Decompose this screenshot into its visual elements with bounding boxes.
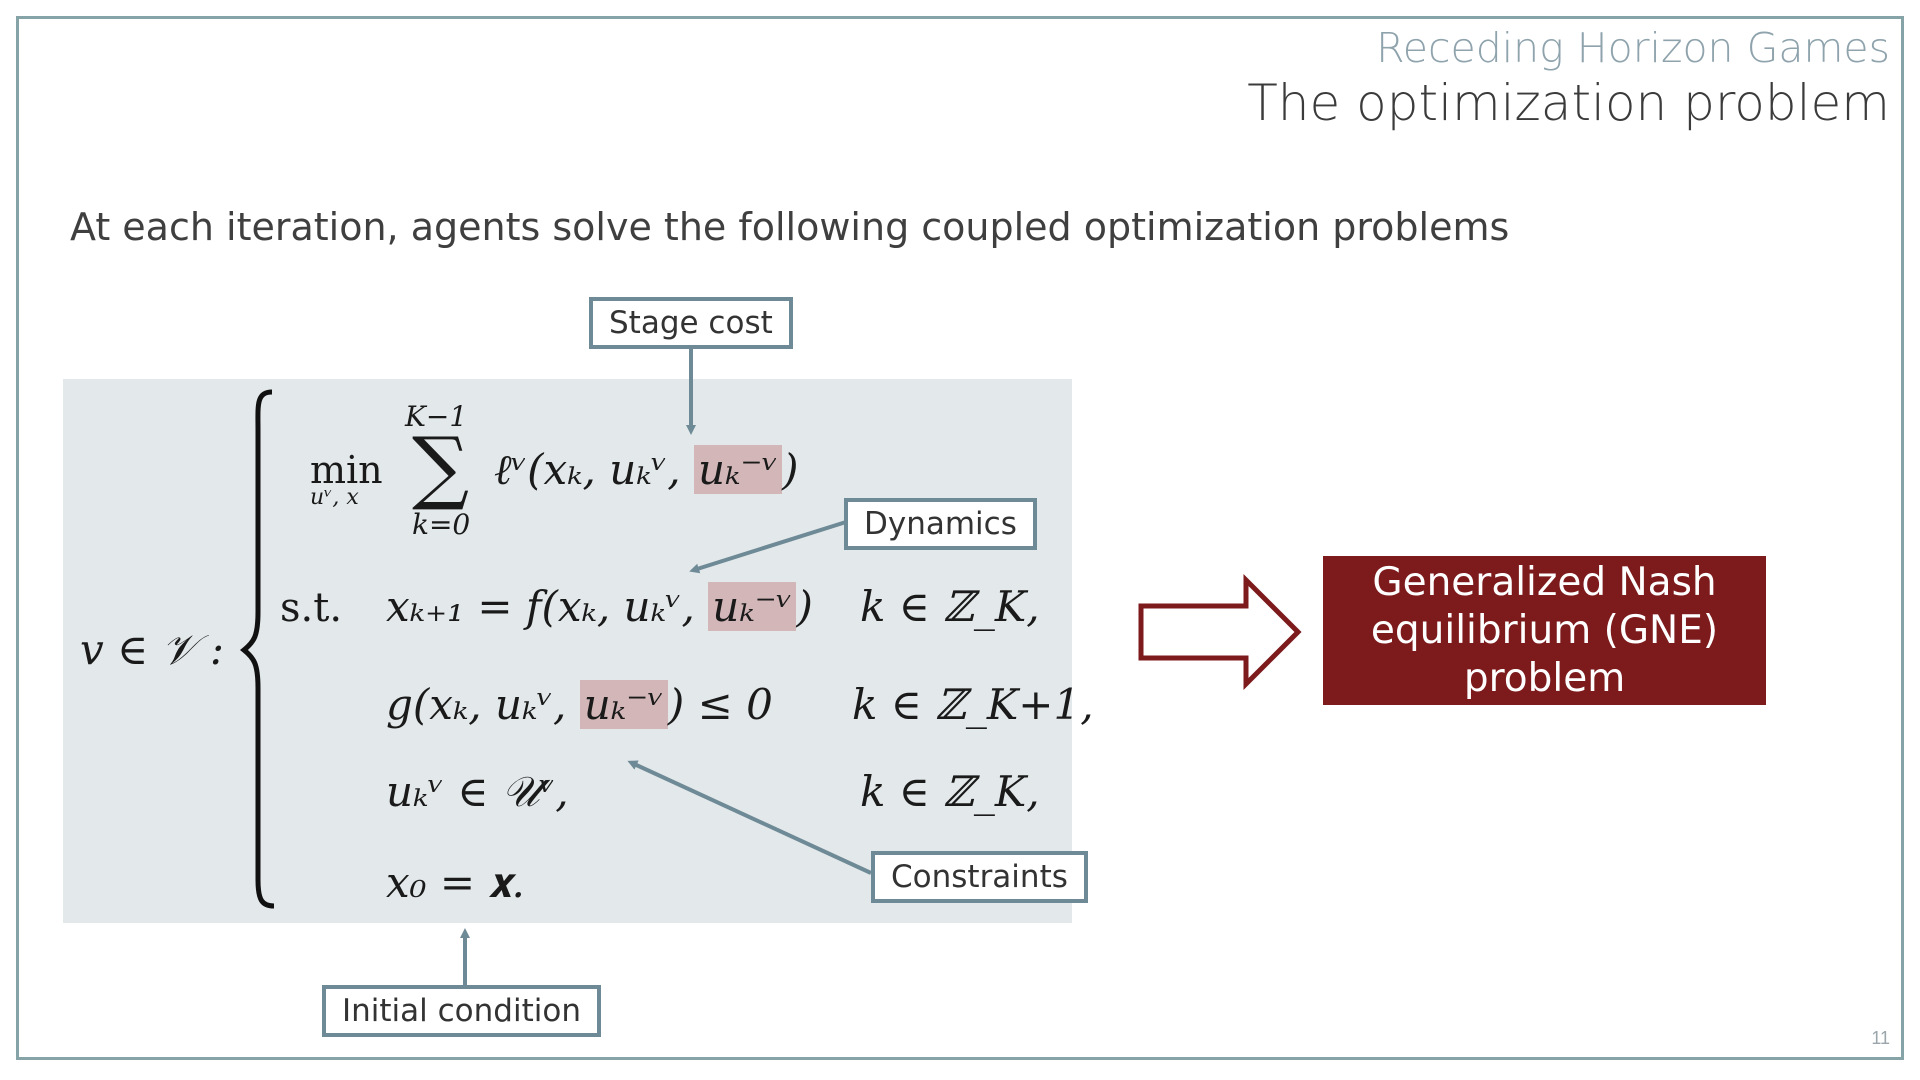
input-set-range: k ∈ ℤ_K, [860,767,1040,816]
gne-result-box: Generalized Nash equilibrium (GNE) probl… [1323,556,1766,705]
equation-panel [63,379,1072,923]
stage-cost-expression: ℓᵛ(xₖ, uₖᵛ, uₖ⁻ᵛ) [494,445,799,495]
constraint-expression: g(xₖ, uₖᵛ, uₖ⁻ᵛ) ≤ 0 [386,680,773,729]
dynamics-range: k ∈ ℤ_K, [860,582,1040,631]
constraint-tail: ) ≤ 0 [667,680,773,729]
min-subscript: uᵛ, x [310,485,359,510]
page-number: 11 [1871,1028,1890,1048]
subject-to: s.t. [280,585,343,631]
coupled-term: uₖ⁻ᵛ [708,582,797,631]
coupled-term: uₖ⁻ᵛ [579,680,668,729]
gne-line-2: equilibrium (GNE) [1370,607,1719,653]
initial-condition-label: Initial condition [322,985,601,1037]
sum-upper-limit: K−1 [405,400,468,433]
sum-symbol: ∑ [412,420,470,513]
dynamics-arrow [689,520,847,574]
constraint-range: k ∈ ℤ_K+1, [852,680,1094,729]
section-title: Receding Horizon Games [1376,24,1890,72]
gne-line-3: problem [1463,655,1626,701]
input-set-expression: uₖᵛ ∈ 𝒰ᵛ, [386,767,569,816]
agent-index: v ∈ 𝒱 : [80,625,225,674]
constraint-term: g(xₖ, uₖᵛ, [386,680,580,729]
constraints-arrow [627,760,872,875]
intro-text: At each iteration, agents solve the foll… [70,205,1510,249]
coupled-term: uₖ⁻ᵛ [693,445,783,494]
dynamics-expression: xₖ₊₁ = f(xₖ, uₖᵛ, uₖ⁻ᵛ) [386,582,813,631]
stage-cost-term: ℓᵛ(xₖ, uₖᵛ, [494,445,694,494]
min-operator: min [310,448,383,492]
closing-paren: ) [796,582,813,631]
stage-cost-label: Stage cost [589,297,793,349]
dynamics-term: xₖ₊₁ = f(xₖ, uₖᵛ, [386,582,709,631]
initial-condition-expression: x₀ = 𝐱. [386,858,525,907]
closing-paren: ) [782,445,799,494]
slide-frame [16,16,1904,1060]
constraints-label: Constraints [871,851,1088,903]
right-arrow-icon [1138,573,1302,691]
sum-lower-limit: k=0 [412,508,471,541]
gne-line-1: Generalized Nash [1372,559,1717,605]
slide-title: The optimization problem [1247,74,1890,132]
dynamics-label: Dynamics [844,498,1037,550]
